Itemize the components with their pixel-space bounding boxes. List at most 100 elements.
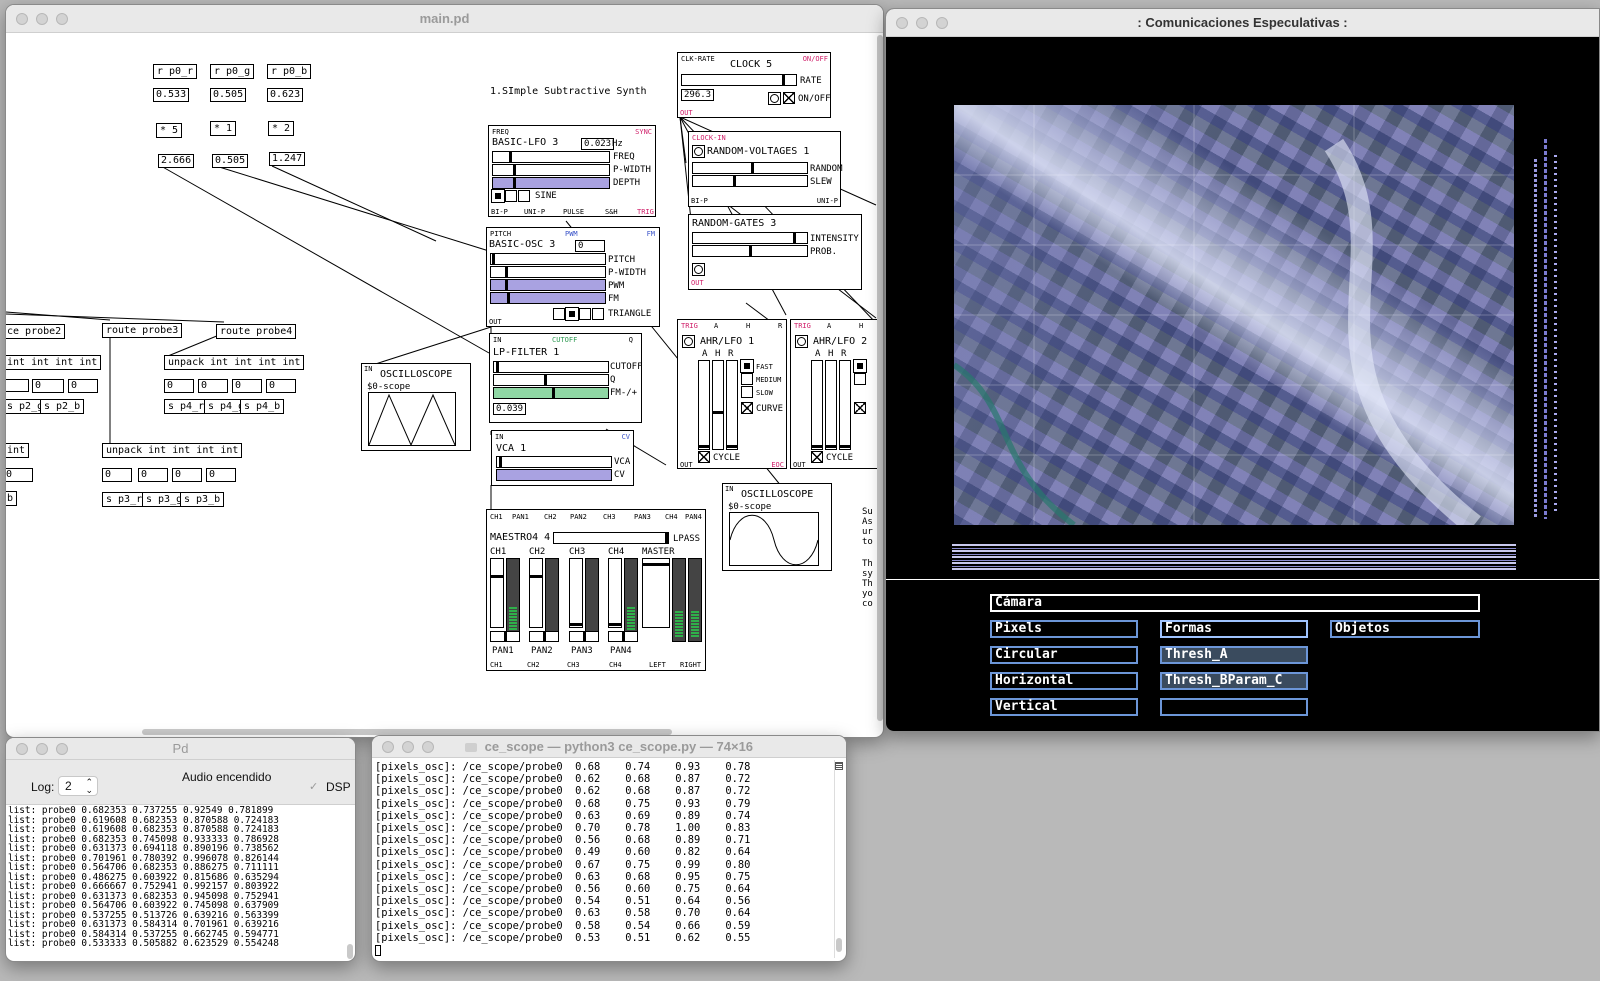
- ahr2-fast-toggle[interactable]: [853, 359, 867, 373]
- camera-field[interactable]: Cámara: [990, 594, 1480, 612]
- clock-bang[interactable]: [768, 92, 781, 105]
- num-box[interactable]: 0: [68, 379, 98, 393]
- number-p0-r[interactable]: 0.533: [153, 88, 190, 102]
- lfo-wave-toggle-1[interactable]: [491, 189, 505, 203]
- ahr2-curve-toggle[interactable]: [854, 402, 866, 414]
- formas-button[interactable]: Formas: [1160, 620, 1308, 638]
- num-box[interactable]: 0: [172, 468, 202, 482]
- pixels-button[interactable]: Pixels: [990, 620, 1138, 638]
- zoom-button[interactable]: [422, 741, 434, 753]
- route-probe3[interactable]: route probe3: [102, 323, 183, 338]
- ahr2-a-slider[interactable]: [811, 360, 823, 450]
- multiply-p0-g[interactable]: * 1: [210, 121, 237, 136]
- num-box[interactable]: 0: [206, 468, 236, 482]
- ahr2-h-slider[interactable]: [825, 360, 837, 450]
- circular-button[interactable]: Circular: [990, 646, 1138, 664]
- ahr-lfo-1-module[interactable]: TRIG A H R AHR/LFO 1 A H R FAST MEDIUM S…: [677, 319, 787, 469]
- maestro-pan2[interactable]: [529, 631, 559, 642]
- unpack-right[interactable]: unpack int int int int: [164, 355, 305, 370]
- osc-wave-1[interactable]: [553, 308, 565, 320]
- rg-prob-slider[interactable]: [692, 245, 808, 257]
- maestro-ch4-fader[interactable]: [608, 558, 622, 628]
- maestro-pan1[interactable]: [490, 631, 520, 642]
- horizontal-button[interactable]: Horizontal: [990, 672, 1138, 690]
- send-p2-b[interactable]: s p2_b: [40, 399, 85, 414]
- thresh-bparam-c-button[interactable]: Thresh_BParam_C: [1160, 672, 1308, 690]
- route-probe4[interactable]: route probe4: [216, 324, 297, 339]
- horizontal-scrollbar[interactable]: [142, 729, 672, 735]
- rv-random-slider[interactable]: [692, 162, 808, 174]
- terminal-titlebar[interactable]: ce_scope — python3 ce_scope.py — 74×16: [372, 736, 846, 758]
- maestro-lpass-slider[interactable]: [553, 532, 669, 544]
- result-p0-b[interactable]: 1.247: [269, 152, 306, 166]
- filter-q-slider[interactable]: [493, 374, 609, 386]
- ahr2-r-slider[interactable]: [839, 360, 851, 450]
- num-box[interactable]: 0: [232, 379, 262, 393]
- vca-cv-slider[interactable]: [496, 469, 612, 481]
- close-button[interactable]: [16, 13, 28, 25]
- basic-lfo-module[interactable]: FREQ SYNC BASIC-LFO 3 0.023 Hz FREQ P-WI…: [488, 125, 656, 217]
- osc-wave-4[interactable]: [592, 308, 604, 320]
- send-p3-r[interactable]: s p3_r: [102, 492, 147, 507]
- ahr2-cycle-toggle[interactable]: [811, 451, 823, 463]
- ahr1-slow-toggle[interactable]: [741, 386, 753, 398]
- clock-rate-number[interactable]: 296.3: [681, 89, 715, 101]
- lfo-pwidth-slider[interactable]: [492, 164, 610, 176]
- maestro-ch3-fader[interactable]: [569, 558, 583, 628]
- patch-canvas[interactable]: 1.SImple Subtractive Synth r p0_r 0.533 …: [6, 33, 883, 737]
- window-controls[interactable]: [16, 13, 68, 25]
- vca-module[interactable]: IN CV VCA 1 VCA CV: [491, 430, 634, 486]
- unpack-left-2[interactable]: int: [6, 443, 30, 458]
- ahr1-h-slider[interactable]: [712, 360, 724, 450]
- filter-fm-slider[interactable]: [493, 387, 609, 399]
- zoom-button[interactable]: [936, 17, 948, 29]
- multiply-p0-r[interactable]: * 5: [156, 123, 183, 138]
- number-p0-g[interactable]: 0.505: [210, 88, 247, 102]
- osc-wave-3[interactable]: [579, 308, 591, 320]
- num-box[interactable]: 0: [32, 379, 64, 393]
- maestro-pan3[interactable]: [569, 631, 599, 642]
- osc-number[interactable]: 0: [575, 240, 605, 252]
- osc-pwm-slider[interactable]: [490, 279, 606, 291]
- ahr1-medium-toggle[interactable]: [741, 373, 753, 385]
- result-p0-g[interactable]: 0.505: [212, 154, 249, 168]
- maestro-mixer-module[interactable]: CH1 PAN1 CH2 PAN2 CH3 PAN3 CH4 PAN4 MAES…: [486, 509, 706, 671]
- ahr1-curve-toggle[interactable]: [741, 402, 753, 414]
- zoom-button[interactable]: [56, 743, 68, 755]
- receive-p0-r[interactable]: r p0_r: [153, 64, 198, 79]
- maestro-ch2-fader[interactable]: [529, 558, 543, 628]
- maestro-ch1-fader[interactable]: [490, 558, 504, 628]
- ahr1-cycle-toggle[interactable]: [698, 451, 710, 463]
- ahr2-medium-toggle[interactable]: [854, 373, 866, 385]
- ahr1-bang[interactable]: [682, 335, 695, 348]
- rg-bang[interactable]: [692, 263, 705, 276]
- thresh-a-button[interactable]: Thresh_A: [1160, 646, 1308, 664]
- rv-slew-slider[interactable]: [692, 175, 808, 187]
- lfo-hz-number[interactable]: 0.023: [581, 138, 615, 150]
- rv-bang[interactable]: [692, 145, 705, 158]
- log-level-select[interactable]: 2 ⌃⌄: [58, 776, 98, 796]
- terminal-scrollbar[interactable]: [834, 760, 843, 958]
- lfo-wave-toggle-3[interactable]: [518, 190, 530, 202]
- osc-wave-2[interactable]: [565, 307, 579, 321]
- unpack-left[interactable]: int int int int: [6, 355, 102, 370]
- filter-cutoff-slider[interactable]: [493, 361, 609, 373]
- video-titlebar[interactable]: : Comunicaciones Especulativas :: [886, 9, 1599, 37]
- number-p0-b[interactable]: 0.623: [267, 88, 304, 102]
- num-box[interactable]: 0: [198, 379, 228, 393]
- ahr1-r-slider[interactable]: [726, 360, 738, 450]
- num-box[interactable]: 0: [6, 468, 33, 482]
- pd-log-scrollbar[interactable]: [347, 944, 353, 959]
- pd-window-controls[interactable]: [16, 743, 68, 755]
- minimize-button[interactable]: [402, 741, 414, 753]
- zoom-button[interactable]: [56, 13, 68, 25]
- lfo-depth-slider[interactable]: [492, 177, 610, 189]
- main-pd-titlebar[interactable]: main.pd: [6, 5, 883, 33]
- num-box[interactable]: 0: [102, 468, 132, 482]
- num-box[interactable]: 0: [164, 379, 194, 393]
- lfo-wave-toggle-2[interactable]: [505, 190, 517, 202]
- vertical-scrollbar[interactable]: [877, 35, 883, 721]
- vertical-button[interactable]: Vertical: [990, 698, 1138, 716]
- route-probe2[interactable]: ce probe2: [6, 324, 66, 339]
- ahr1-fast-toggle[interactable]: [740, 359, 754, 373]
